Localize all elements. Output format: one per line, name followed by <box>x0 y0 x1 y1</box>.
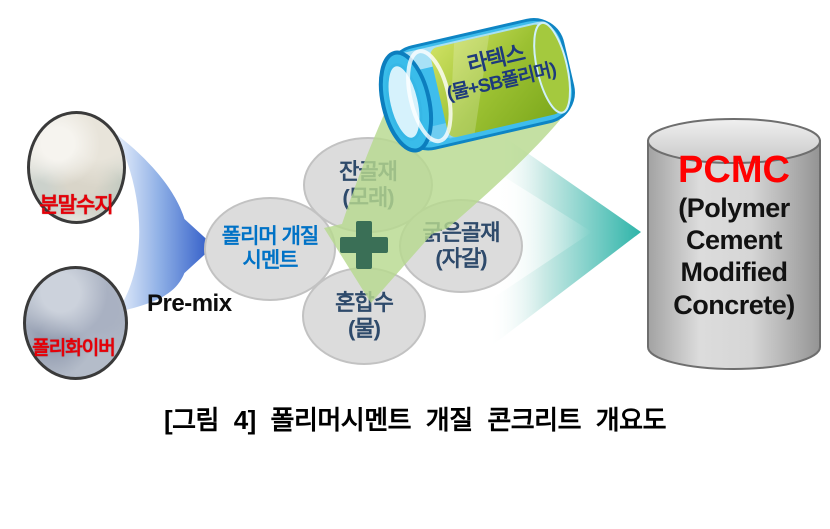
pcmc-text-block: PCMC (Polymer Cement Modified Concrete) <box>651 149 817 321</box>
bottle-label-band <box>430 24 561 138</box>
bottle-mouth-inner-ring <box>385 63 423 141</box>
photo-powder-resin <box>27 111 126 224</box>
blue-merge-arrow <box>115 133 214 312</box>
powder-resin-label: 분말수지 <box>39 194 113 217</box>
bottle-label-sheen <box>449 35 490 139</box>
photo-poly-fiber <box>23 266 128 380</box>
poly-fiber-label: 폴리화이버 <box>32 338 115 359</box>
polymer-cement-line2: 시멘트 <box>242 249 299 272</box>
plus-vertical-bar <box>356 221 372 269</box>
cylinder-body <box>647 140 821 370</box>
bottle-neck-ring <box>406 49 453 144</box>
pcmc-name-line-3: Modified <box>680 257 788 288</box>
latex-bottle <box>378 18 575 153</box>
pcmc-name-line-2: Cement <box>685 224 783 255</box>
cylinder-top <box>647 118 821 164</box>
pcmc-cylinder <box>647 118 821 370</box>
pcmc-name-line-4: Concrete) <box>673 289 795 320</box>
premix-label: Pre-mix <box>147 290 232 317</box>
pcmc-name-line-1: (Polymer <box>678 192 790 223</box>
polymer-cement-line1: 폴리머 개질 <box>221 224 319 248</box>
coarse-aggregate-line2: (자갈) <box>435 246 487 271</box>
mixing-water-line1: 혼합수 <box>335 290 394 316</box>
mixing-water-line2: (물) <box>348 316 381 341</box>
node-polymer-cement: 폴리머 개질 시멘트 <box>204 197 336 301</box>
plus-icon <box>340 221 388 269</box>
figure-caption: [그림 4] 폴리머시멘트 개질 콘크리트 개요도 <box>163 405 667 435</box>
pcmc-acronym: PCMC <box>678 149 790 191</box>
bottle-cap-end <box>533 21 572 114</box>
